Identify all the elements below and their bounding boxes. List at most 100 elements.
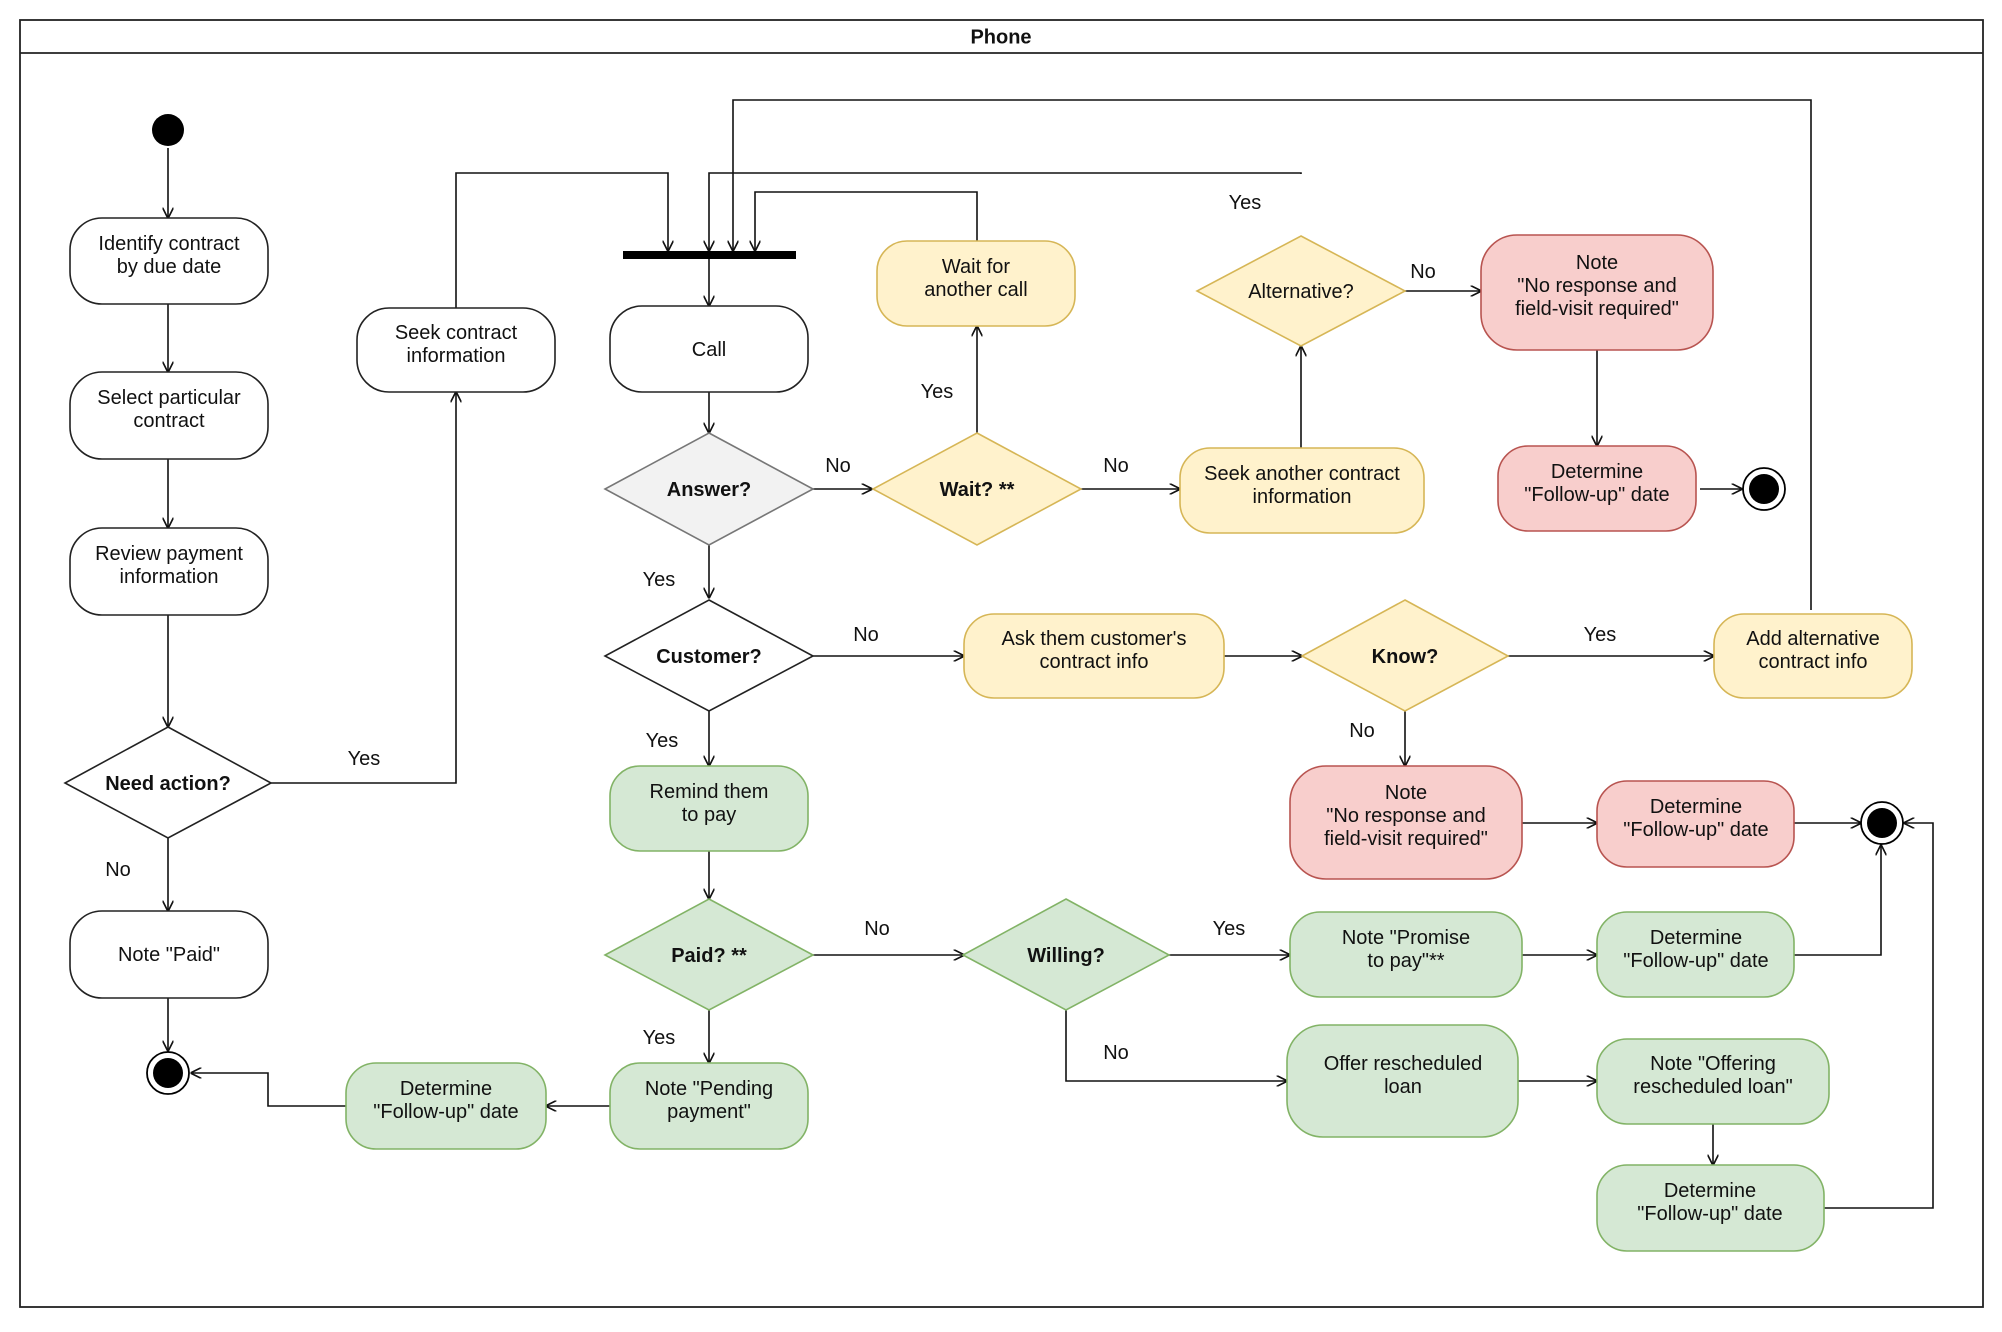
label-customer-yes: Yes — [646, 730, 679, 752]
label-alternative-yes: Yes — [1229, 192, 1262, 214]
determine-promise-box — [1596, 911, 1795, 998]
edge-alternative-yes — [709, 172, 1302, 251]
note-offering-box — [1596, 1038, 1830, 1125]
edge-determine-pending-end — [191, 1073, 346, 1107]
determine-mid-label: Determine"Follow-up" date — [1623, 796, 1768, 841]
note-no-response-mid-box — [1289, 765, 1523, 880]
node-alternative: Alternative? — [1195, 235, 1407, 347]
identify-contract-box — [69, 217, 269, 305]
paid-diamond — [603, 898, 815, 1011]
label-know-no: No — [1349, 720, 1375, 742]
need-action-label: Need action? — [105, 773, 231, 795]
node-call: Call — [609, 305, 809, 393]
node-need-action: Need action? — [63, 726, 273, 839]
note-promise-box — [1289, 911, 1523, 998]
edges — [168, 99, 1934, 1209]
end-node-top-right-core — [1749, 474, 1779, 504]
label-willing-no: No — [1103, 1042, 1129, 1064]
node-know: Know? — [1300, 599, 1510, 712]
answer-label: Answer? — [667, 479, 751, 501]
label-paid-no: No — [864, 918, 890, 940]
seek-contract-box — [356, 307, 556, 393]
call-label: Call — [692, 339, 726, 361]
customer-label: Customer? — [656, 646, 762, 668]
paid-label: Paid? ** — [671, 945, 747, 967]
label-know-yes: Yes — [1584, 624, 1617, 646]
customer-diamond — [603, 599, 815, 712]
edge-determine-offer-end — [1824, 823, 1934, 1209]
node-determine-top: Determine"Follow-up" date — [1497, 445, 1697, 532]
end-node-left-core — [153, 1058, 183, 1088]
node-determine-offer: Determine"Follow-up" date — [1596, 1164, 1825, 1252]
wait-diamond — [871, 432, 1083, 546]
label-alternative-no: No — [1410, 261, 1436, 283]
wait-label: Wait? ** — [940, 479, 1015, 501]
label-answer-yes: Yes — [643, 569, 676, 591]
edge-determine-promise-end — [1794, 845, 1881, 956]
fork-bar — [623, 251, 796, 259]
determine-pending-box — [345, 1062, 547, 1150]
end-node-right-core — [1867, 808, 1897, 838]
edge-willing-no — [1065, 1010, 1287, 1081]
edge-need-action-yes — [271, 392, 456, 784]
willing-diamond — [961, 898, 1171, 1011]
note-pending-box — [609, 1062, 809, 1150]
know-label: Know? — [1372, 646, 1439, 668]
willing-label: Willing? — [1027, 945, 1105, 967]
label-need-action-yes: Yes — [348, 748, 381, 770]
determine-offer-box — [1596, 1164, 1825, 1252]
edge-seek-contract-bar — [455, 172, 668, 308]
label-wait-yes: Yes — [921, 381, 954, 403]
start-node — [152, 114, 184, 146]
determine-pending-label: Determine"Follow-up" date — [373, 1078, 518, 1123]
offer-loan-box — [1286, 1024, 1519, 1138]
remind-box — [609, 765, 809, 852]
label-answer-no: No — [825, 455, 851, 477]
alternative-diamond — [1195, 235, 1407, 347]
swimlane-title: Phone — [970, 26, 1031, 48]
know-diamond — [1300, 599, 1510, 712]
node-determine-pending: Determine"Follow-up" date — [345, 1062, 547, 1150]
edge-add-alternative-bar — [733, 99, 1812, 610]
label-willing-yes: Yes — [1213, 918, 1246, 940]
node-answer: Answer? — [603, 432, 815, 546]
node-note-paid: Note "Paid" — [69, 910, 269, 999]
ask-them-box — [963, 613, 1225, 699]
node-paid: Paid? ** — [603, 898, 815, 1011]
note-no-response-top-box — [1480, 234, 1714, 351]
edge-labels: Yes No No Yes Yes No Yes No No Yes Yes N… — [105, 192, 1616, 1064]
determine-mid-box — [1596, 780, 1795, 868]
review-payment-box — [69, 527, 269, 616]
wait-for-call-box — [876, 240, 1076, 327]
answer-diamond — [603, 432, 815, 546]
node-determine-promise: Determine"Follow-up" date — [1596, 911, 1795, 998]
add-alternative-box — [1713, 613, 1913, 699]
label-wait-no: No — [1103, 455, 1129, 477]
label-customer-no: No — [853, 624, 879, 646]
edge-wait-call-bar — [755, 191, 978, 251]
